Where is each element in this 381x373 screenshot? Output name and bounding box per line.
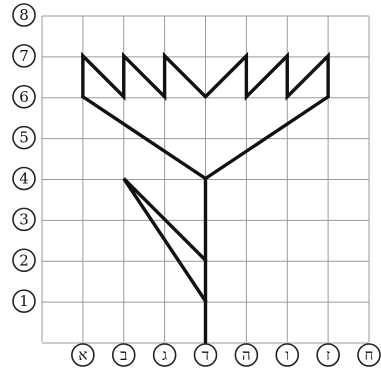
y-label-text: 7 xyxy=(19,47,29,65)
x-label-1: א xyxy=(72,344,94,366)
x-label-text: ב xyxy=(120,346,127,364)
x-label-7: ז xyxy=(317,344,339,366)
y-label-text: 5 xyxy=(19,129,29,147)
y-label-7: 7 xyxy=(13,45,35,67)
x-label-3: ג xyxy=(154,344,176,366)
y-label-5: 5 xyxy=(13,127,35,149)
figure-drawing xyxy=(83,56,328,342)
x-label-2: ב xyxy=(113,344,135,366)
y-label-6: 6 xyxy=(13,86,35,108)
y-label-text: 3 xyxy=(19,210,29,228)
x-label-text: ח xyxy=(365,346,374,364)
y-label-4: 4 xyxy=(13,168,35,190)
y-label-2: 2 xyxy=(13,249,35,271)
y-axis-labels: 1 2 3 4 5 6 7 8 xyxy=(13,4,35,312)
right-arm-line xyxy=(206,97,329,179)
x-label-4: ד xyxy=(195,344,217,366)
y-label-text: 4 xyxy=(19,170,29,188)
x-label-text: ז xyxy=(326,346,330,364)
y-label-3: 3 xyxy=(13,208,35,230)
y-label-8: 8 xyxy=(13,4,35,26)
left-arm-line xyxy=(83,97,206,179)
y-label-1: 1 xyxy=(13,290,35,312)
x-label-text: א xyxy=(78,346,87,364)
x-label-text: ה xyxy=(242,346,251,364)
x-label-text: ו xyxy=(285,346,289,364)
x-axis-labels: א ב ג ד ה ו ז ח xyxy=(72,344,380,366)
x-label-6: ו xyxy=(276,344,298,366)
x-label-5: ה xyxy=(235,344,257,366)
x-label-8: ח xyxy=(358,344,380,366)
x-label-text: ד xyxy=(202,346,209,364)
y-label-text: 1 xyxy=(19,292,29,310)
y-label-text: 2 xyxy=(19,251,29,269)
x-label-text: ג xyxy=(162,346,167,364)
y-label-text: 8 xyxy=(19,6,29,24)
y-label-text: 6 xyxy=(19,88,29,106)
